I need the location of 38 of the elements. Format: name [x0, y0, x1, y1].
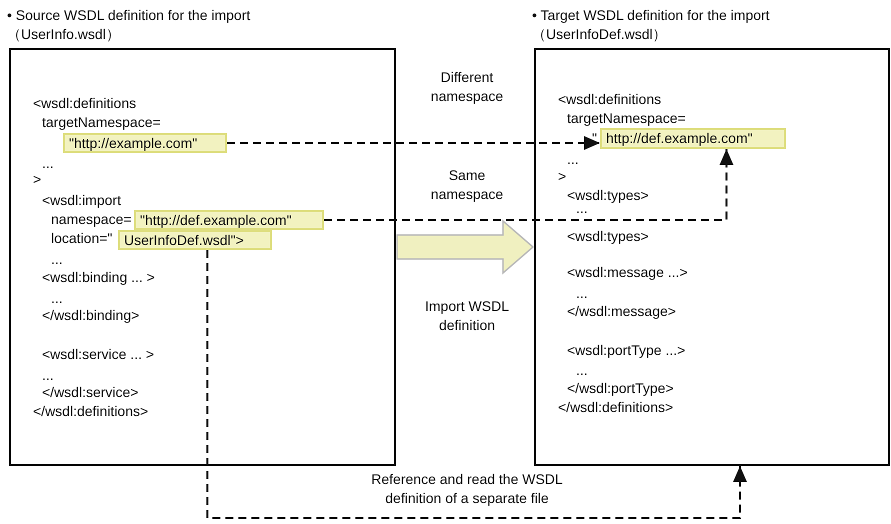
code-line: ... — [51, 290, 63, 307]
code-line: targetNamespace= — [567, 110, 686, 127]
code-line: location=" — [51, 230, 112, 247]
code-line: </wsdl:binding> — [42, 307, 140, 324]
block-arrow — [396, 219, 534, 275]
code-line: " — [592, 130, 597, 147]
code-line: ... — [42, 155, 54, 172]
code-line: </wsdl:definitions> — [33, 403, 148, 420]
highlighted-value: "http://def.example.com" — [134, 210, 324, 230]
code-line: </wsdl:portType> — [567, 380, 674, 397]
code-line: <wsdl:types> — [567, 228, 649, 245]
highlighted-value: http://def.example.com" — [600, 128, 786, 149]
dashed-arrow — [324, 149, 734, 221]
panel-heading: • Source WSDL definition for the import （UserInfo.wsdl） — [7, 6, 252, 44]
code-line: </wsdl:service> — [42, 384, 138, 401]
code-line: <wsdl:import — [42, 192, 121, 209]
code-line: <wsdl:definitions — [558, 91, 662, 108]
code-line: > — [558, 168, 566, 185]
code-line: namespace= — [51, 211, 132, 228]
highlighted-value: "http://example.com" — [63, 133, 227, 153]
code-line: > — [33, 171, 42, 188]
code-line: targetNamespace= — [42, 114, 161, 131]
code-line: ... — [42, 367, 54, 384]
code-line: <wsdl:binding ... > — [42, 269, 155, 286]
code-line: <wsdl:definitions — [33, 95, 136, 112]
code-line: </wsdl:message> — [567, 303, 676, 320]
code-line: ... — [51, 251, 63, 268]
code-line: </wsdl:definitions> — [558, 399, 674, 416]
code-line: ... — [576, 285, 588, 302]
panel-heading: • Target WSDL definition for the import （UserInfoDef.wsdl） — [532, 6, 771, 44]
code-line: <wsdl:portType ...> — [567, 342, 686, 359]
highlighted-value: UserInfoDef.wsdl"> — [118, 230, 272, 250]
code-line: ... — [576, 362, 588, 379]
code-line: ... — [567, 151, 579, 168]
dashed-arrow — [227, 136, 600, 150]
code-line: <wsdl:service ... > — [42, 346, 154, 363]
code-line: <wsdl:message ...> — [567, 264, 688, 281]
dashed-arrow — [206, 250, 747, 519]
